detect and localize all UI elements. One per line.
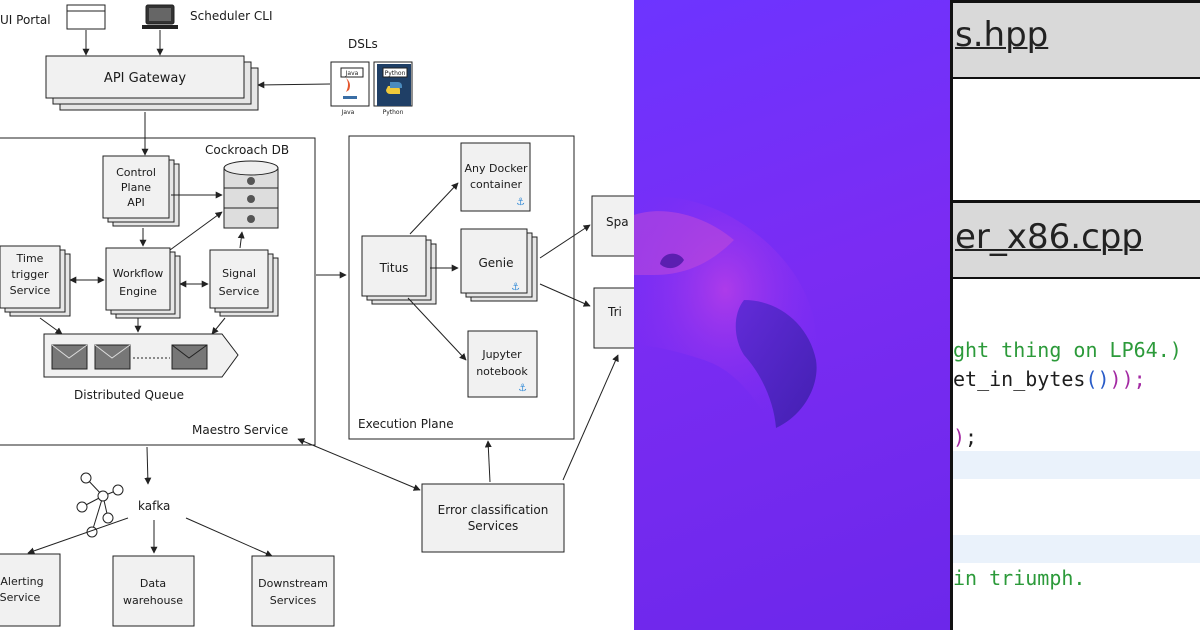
error-class-label-2: Services (468, 519, 519, 533)
any-docker-label-2: container (470, 178, 523, 191)
alerting-service-box (0, 553, 61, 627)
file-title-1[interactable]: s.hpp (955, 15, 1049, 55)
line-highlight-2 (953, 535, 1200, 563)
file-title-2[interactable]: er_x86.cpp (955, 217, 1143, 257)
code-editor-panel: s.hpp er_x86.cpp ght thing on LP64.) et_… (950, 0, 1200, 630)
file-header-2: er_x86.cpp (953, 200, 1200, 279)
docker-icon: ⚓ (511, 282, 520, 293)
line-highlight-1 (953, 451, 1200, 479)
genie-label: Genie (478, 256, 513, 270)
data-warehouse-box (112, 555, 195, 627)
execution-plane-label: Execution Plane (358, 417, 454, 431)
jupyter-notebook-box: ⚓ (467, 330, 538, 398)
distributed-queue (43, 333, 239, 378)
python-doc-icon: Python (373, 61, 413, 107)
code-line-comment: ght thing on LP64.) (953, 338, 1182, 362)
control-plane-label-3: API (127, 196, 144, 209)
scheduler-cli-icon (142, 4, 178, 29)
svg-text:Python: Python (385, 70, 406, 77)
downstream-label-2: Services (270, 594, 317, 607)
diagram-canvas: UI Portal Scheduler CLI API Gateway DSLs… (0, 4, 634, 627)
time-trigger-service-box (0, 245, 71, 317)
java-caption: Java (341, 109, 355, 116)
spark-label: Spa (606, 215, 629, 229)
cockroach-db-label: Cockroach DB (205, 143, 289, 157)
downstream-services-box (251, 555, 335, 627)
signal-service-box (209, 249, 279, 317)
ui-portal-icon (66, 4, 106, 30)
genie-box: ⚓ (460, 228, 538, 302)
distributed-queue-label: Distributed Queue (74, 388, 184, 402)
titus-label: Titus (379, 261, 409, 275)
api-gateway-box (45, 55, 259, 111)
workflow-engine-label-2: Engine (119, 285, 157, 298)
error-class-label-1: Error classification (438, 503, 549, 517)
workflow-engine-label-1: Workflow (113, 267, 164, 280)
code-line-close: ); (953, 425, 978, 449)
signal-service-label-1: Signal (222, 267, 256, 280)
kafka-label: kafka (138, 499, 170, 513)
dsls-label: DSLs (348, 37, 378, 51)
trino-label: Tri (607, 305, 622, 319)
maestro-service-label: Maestro Service (192, 423, 288, 437)
alerting-label-1: Alerting (0, 575, 43, 588)
jupyter-label-2: notebook (476, 365, 528, 378)
python-caption: Python (383, 109, 404, 116)
titus-box (361, 235, 437, 305)
control-plane-api-box (102, 155, 180, 227)
architecture-diagram: UI Portal Scheduler CLI API Gateway DSLs… (0, 4, 634, 627)
parrot-beak (735, 300, 817, 428)
jupyter-label-1: Jupyter (481, 348, 522, 361)
time-trigger-label-1: Time (16, 252, 44, 265)
code-line-call: et_in_bytes())); (953, 367, 1146, 391)
maestro-service-frame (0, 137, 316, 446)
workflow-engine-box (105, 247, 181, 319)
parrot-eye (660, 253, 684, 269)
kafka-icon (76, 472, 124, 538)
data-warehouse-label-2: warehouse (123, 594, 183, 607)
signal-service-label-2: Service (219, 285, 260, 298)
execution-plane-frame (348, 135, 575, 440)
trino-box (593, 287, 634, 349)
docker-icon: ⚓ (516, 197, 525, 208)
parrot-silhouette (634, 196, 817, 430)
docker-icon: ⚓ (518, 383, 527, 394)
api-gateway-label: API Gateway (104, 71, 186, 86)
error-classification-box (421, 483, 565, 553)
downstream-label-1: Downstream (258, 577, 328, 590)
svg-text:Java: Java (345, 70, 359, 77)
java-doc-icon: Java (330, 61, 370, 107)
ui-portal-label: UI Portal (0, 13, 51, 27)
any-docker-label-1: Any Docker (464, 162, 527, 175)
time-trigger-label-3: Service (10, 284, 51, 297)
alerting-label-2: Service (0, 591, 41, 604)
control-plane-label-1: Control (116, 166, 156, 179)
code-line-triumph: in triumph. (953, 566, 1086, 590)
purple-parrot-image (634, 0, 950, 630)
spark-box (591, 195, 634, 257)
control-plane-label-2: Plane (121, 181, 151, 194)
any-docker-container-box: ⚓ (460, 142, 531, 212)
database-icon (223, 160, 279, 229)
data-warehouse-label-1: Data (140, 577, 166, 590)
file-header-1: s.hpp (953, 0, 1200, 79)
time-trigger-label-2: trigger (11, 268, 49, 281)
scheduler-cli-label: Scheduler CLI (190, 9, 273, 23)
